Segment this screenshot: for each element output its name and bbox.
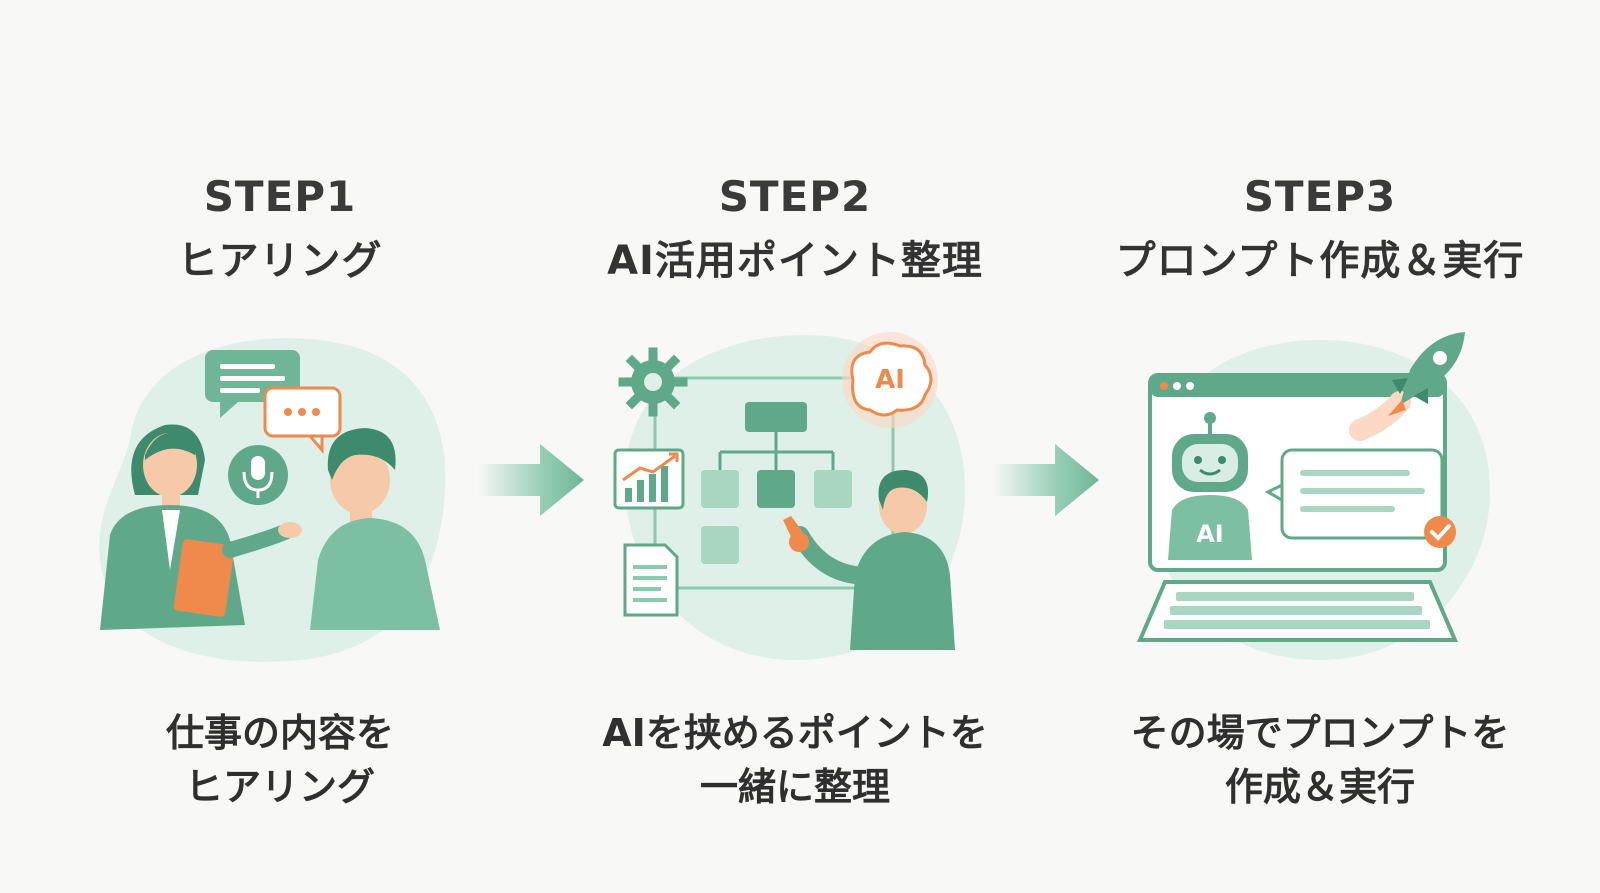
flowchart bbox=[701, 402, 852, 564]
man-pointing bbox=[783, 470, 955, 650]
keyboard-icon bbox=[1136, 580, 1459, 642]
man-client bbox=[310, 428, 440, 630]
step-1-description: 仕事の内容を ヒアリング bbox=[30, 706, 530, 814]
microphone-icon bbox=[228, 445, 288, 505]
step-2-desc-line-1: AIを挟めるポイントを bbox=[602, 711, 988, 755]
step-2-description: AIを挟めるポイントを 一緒に整理 bbox=[545, 706, 1045, 814]
chat-dots-icon bbox=[263, 386, 342, 455]
step-1-title: ヒアリング bbox=[177, 238, 383, 284]
step-3-illustration: AI bbox=[1136, 332, 1490, 660]
step-2-label: STEP2 bbox=[718, 172, 872, 221]
chat-response-bubble bbox=[1264, 448, 1444, 540]
gear-icon bbox=[618, 347, 688, 417]
step-3-description: その場でプロンプトを 作成＆実行 bbox=[1070, 706, 1570, 814]
step-1-illustration bbox=[99, 338, 446, 662]
woman-interviewer bbox=[100, 424, 302, 630]
step-2-illustration: AI bbox=[613, 332, 965, 660]
robot-icon: AI bbox=[1168, 412, 1252, 560]
step-1-desc-line-2: ヒアリング bbox=[184, 765, 375, 809]
document-icon bbox=[623, 543, 679, 617]
step-2-title: AI活用ポイント整理 bbox=[607, 238, 983, 284]
step-3-label: STEP3 bbox=[1243, 172, 1397, 221]
robot-ai-label: AI bbox=[1196, 520, 1224, 548]
arrow-right-icon bbox=[993, 444, 1099, 516]
step-2-desc-line-2: 一緒に整理 bbox=[699, 765, 890, 809]
step-1-desc-line-1: 仕事の内容を bbox=[165, 711, 394, 755]
rocket-icon bbox=[1349, 332, 1465, 441]
arrow-right-icon bbox=[478, 444, 584, 516]
brain-ai-label: AI bbox=[875, 365, 905, 395]
bar-chart-icon bbox=[613, 448, 685, 510]
check-icon bbox=[1424, 516, 1456, 548]
brain-ai-icon: AI bbox=[842, 332, 938, 428]
step-3-desc-line-1: その場でプロンプトを bbox=[1130, 711, 1510, 755]
step-3-desc-line-2: 作成＆実行 bbox=[1224, 765, 1415, 809]
step-1-label: STEP1 bbox=[203, 172, 357, 221]
step-3-title: プロンプト作成＆実行 bbox=[1115, 238, 1525, 284]
